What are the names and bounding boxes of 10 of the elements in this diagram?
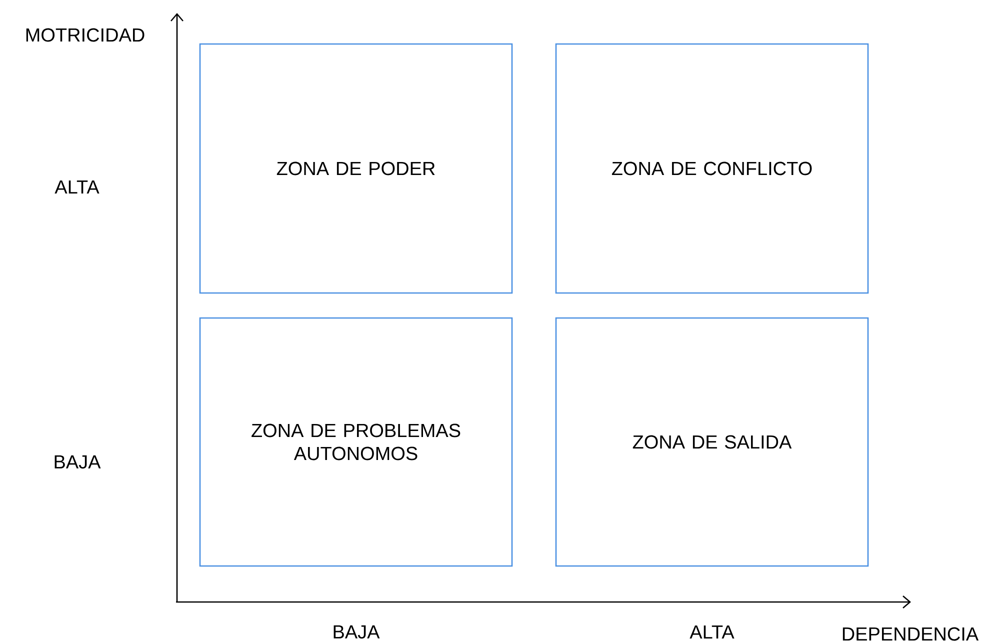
zone-box: ZONA DE PODER: [199, 43, 513, 294]
axis-label: BAJA: [54, 455, 101, 469]
axis-label: DEPENDENCIA: [842, 627, 979, 641]
axis-label: BAJA: [334, 625, 380, 639]
axis-label: MOTRICIDAD: [26, 28, 144, 42]
zone-box: ZONA DE SALIDA: [555, 317, 869, 567]
zone-box: ZONA DE CONFLICTO: [555, 43, 869, 294]
axis-label: ALTA: [690, 625, 734, 639]
axis-label: ALTA: [54, 180, 100, 194]
zone-box: ZONA DE PROBLEMAS AUTONOMOS: [199, 317, 513, 567]
